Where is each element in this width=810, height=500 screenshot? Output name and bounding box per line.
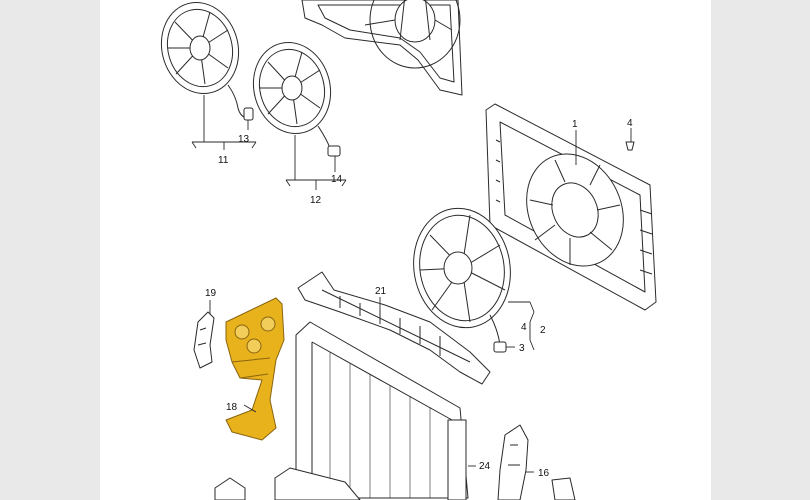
callout-21: 21 xyxy=(375,286,387,297)
callout-13: 13 xyxy=(238,134,250,145)
callouts: 1 4 4 2 3 11 12 13 14 16 18 19 21 24 xyxy=(205,118,633,479)
callout-16: 16 xyxy=(538,468,550,479)
air-duct-18-highlighted xyxy=(225,297,285,441)
callout-11: 11 xyxy=(218,155,229,166)
callout-4-fan: 4 xyxy=(521,322,527,333)
callout-18: 18 xyxy=(226,402,238,413)
callout-14: 14 xyxy=(331,174,343,185)
fan-motor-12 xyxy=(252,41,341,157)
callout-19: 19 xyxy=(205,288,217,299)
leader-lines xyxy=(191,95,632,473)
fan-motor-11 xyxy=(160,1,254,121)
fan-shroud-1 xyxy=(485,103,657,311)
callout-3: 3 xyxy=(519,343,525,354)
callout-24: 24 xyxy=(479,461,491,472)
top-fan-shroud xyxy=(301,0,463,96)
lower-bracket xyxy=(214,467,361,500)
callout-1: 1 xyxy=(572,119,578,130)
callout-12: 12 xyxy=(310,195,322,206)
side-air-guide-16 xyxy=(497,424,576,500)
fan-motor-2 xyxy=(413,207,511,353)
bracket-19 xyxy=(193,311,215,369)
callout-4-bolt: 4 xyxy=(627,118,633,129)
radiator-24 xyxy=(295,321,469,500)
callout-2: 2 xyxy=(540,325,546,336)
bolt-4 xyxy=(625,141,635,151)
air-guide-21 xyxy=(297,271,491,385)
